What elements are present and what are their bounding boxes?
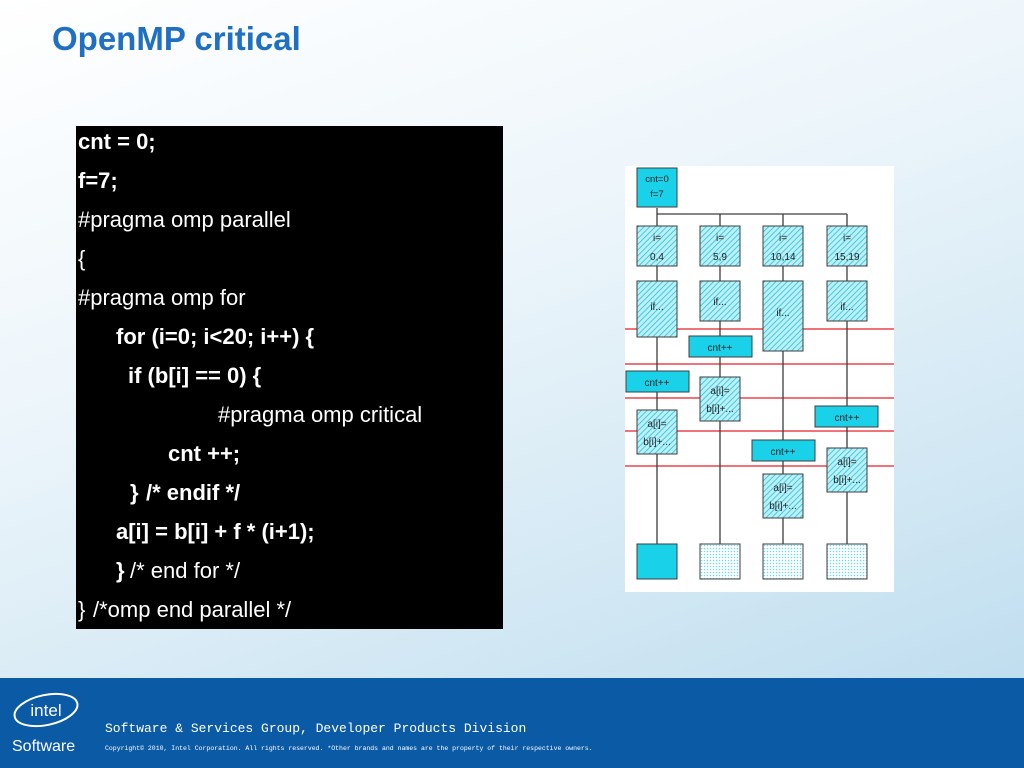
code-line-5: #pragma omp for	[78, 285, 246, 310]
if-boxes	[636, 280, 868, 352]
code-block: cnt = 0; f=7; #pragma omp parallel { #pr…	[76, 126, 503, 629]
range-2-value: 5,9	[713, 252, 727, 263]
cnt-label-2: cnt++	[644, 378, 669, 389]
range-4-value: 15,19	[834, 252, 859, 263]
range-2-label: i=	[716, 233, 724, 244]
range-3-label: i=	[779, 233, 787, 244]
code-line-13-brace: }	[78, 597, 86, 622]
assign-4-line-1: a[i]=	[837, 457, 856, 468]
range-1-value: 0,4	[650, 252, 664, 263]
assign-2-line-2: b[i]+...	[706, 404, 734, 415]
code-line-4: {	[78, 246, 86, 271]
if-label-3: if...	[776, 308, 789, 319]
code-line-12-brace: }	[116, 558, 125, 583]
code-line-10-comment: /* endif */	[146, 480, 241, 505]
result-boxes	[636, 543, 868, 580]
init-box	[636, 167, 678, 208]
code-line-6: for (i=0; i<20; i++) {	[116, 324, 315, 349]
code-line-1: cnt = 0;	[78, 129, 156, 154]
division-text: Software & Services Group, Developer Pro…	[105, 721, 527, 736]
code-line-10-brace: }	[130, 480, 139, 505]
thread-execution-diagram: cnt=0 f=7 i= 0,4 i= 5,9 i= 10,14 i= 15,1…	[625, 166, 894, 592]
svg-text:intel: intel	[30, 701, 61, 720]
assign-boxes	[636, 376, 868, 519]
range-4-label: i=	[843, 233, 851, 244]
slide-title: OpenMP critical	[52, 20, 301, 57]
assign-2-line-1: a[i]=	[710, 386, 729, 397]
footer-bar	[0, 678, 1024, 768]
if-label-4: if...	[840, 302, 853, 313]
copyright-text: Copyright© 2010, Intel Corporation. All …	[105, 745, 593, 752]
assign-3-line-1: a[i]=	[773, 483, 792, 494]
code-line-3: #pragma omp parallel	[78, 207, 291, 232]
logo-software-text: Software	[12, 738, 76, 755]
code-line-9: cnt ++;	[168, 441, 241, 466]
code-line-8: #pragma omp critical	[218, 402, 423, 427]
assign-4-line-2: b[i]+...	[833, 475, 861, 486]
range-3-value: 10,14	[770, 252, 795, 263]
code-line-2: f=7;	[78, 168, 118, 193]
init-line-2: f=7	[650, 189, 663, 200]
if-label-2: if...	[713, 297, 726, 308]
diagram-svg: cnt=0 f=7 i= 0,4 i= 5,9 i= 10,14 i= 15,1…	[625, 167, 894, 580]
if-label-1: if...	[650, 302, 663, 313]
cnt-label-1: cnt++	[707, 343, 732, 354]
range-boxes	[636, 225, 868, 267]
assign-1-line-1: a[i]=	[647, 419, 666, 430]
code-line-11: a[i] = b[i] + f * (i+1);	[116, 519, 315, 544]
code-line-7: if (b[i] == 0) {	[128, 363, 262, 388]
code-line-12-comment: /* end for */	[130, 558, 241, 583]
cnt-label-4: cnt++	[770, 447, 795, 458]
range-1-label: i=	[653, 233, 661, 244]
code-line-13-comment: /*omp end parallel */	[93, 597, 292, 622]
cnt-boxes	[625, 335, 879, 462]
init-line-1: cnt=0	[645, 174, 669, 185]
cnt-label-3: cnt++	[834, 413, 859, 424]
assign-1-line-2: b[i]+...	[643, 437, 671, 448]
intel-logo: intel	[13, 692, 79, 728]
assign-3-line-2: b[i]+...	[769, 501, 797, 512]
